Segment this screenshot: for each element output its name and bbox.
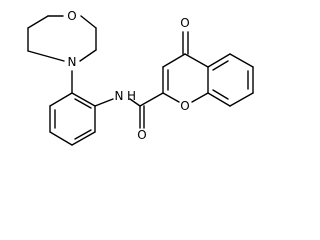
bond (79, 49, 97, 62)
bond (74, 129, 92, 140)
bond (212, 60, 229, 71)
bond (74, 98, 92, 109)
structure-diagram: O N N H O O O (27, 9, 254, 146)
bond (71, 92, 96, 107)
carbonyl-oxygen-label: O (137, 128, 146, 142)
bond (27, 15, 49, 29)
bond (162, 92, 180, 103)
bond (184, 53, 209, 68)
morpholine-oxygen-label: O (67, 9, 76, 23)
pyranone-ring (162, 53, 209, 103)
ring-oxygen-label: O (180, 99, 189, 113)
molecule-drawing: O N N H O O O (27, 9, 254, 146)
bond (229, 92, 254, 107)
bond (229, 53, 254, 68)
bond (94, 98, 114, 107)
phenyl-ring (49, 92, 96, 146)
morpholine-ring (27, 15, 97, 62)
ketone-oxygen-label: O (180, 16, 189, 30)
bond (191, 92, 209, 103)
bond (207, 53, 231, 68)
bond (139, 92, 164, 107)
bond (162, 53, 186, 68)
amide-nitrogen-label: N (115, 89, 124, 103)
bond (207, 92, 231, 107)
amide-hydrogen-label: H (127, 89, 136, 103)
bond (80, 15, 97, 29)
bond (212, 89, 229, 100)
morpholine-nitrogen-label: N (68, 55, 77, 69)
bond (49, 131, 73, 146)
bond (49, 92, 73, 107)
bond (71, 131, 96, 146)
benzo-ring (207, 53, 254, 107)
bond (129, 98, 141, 107)
bond (27, 50, 65, 62)
